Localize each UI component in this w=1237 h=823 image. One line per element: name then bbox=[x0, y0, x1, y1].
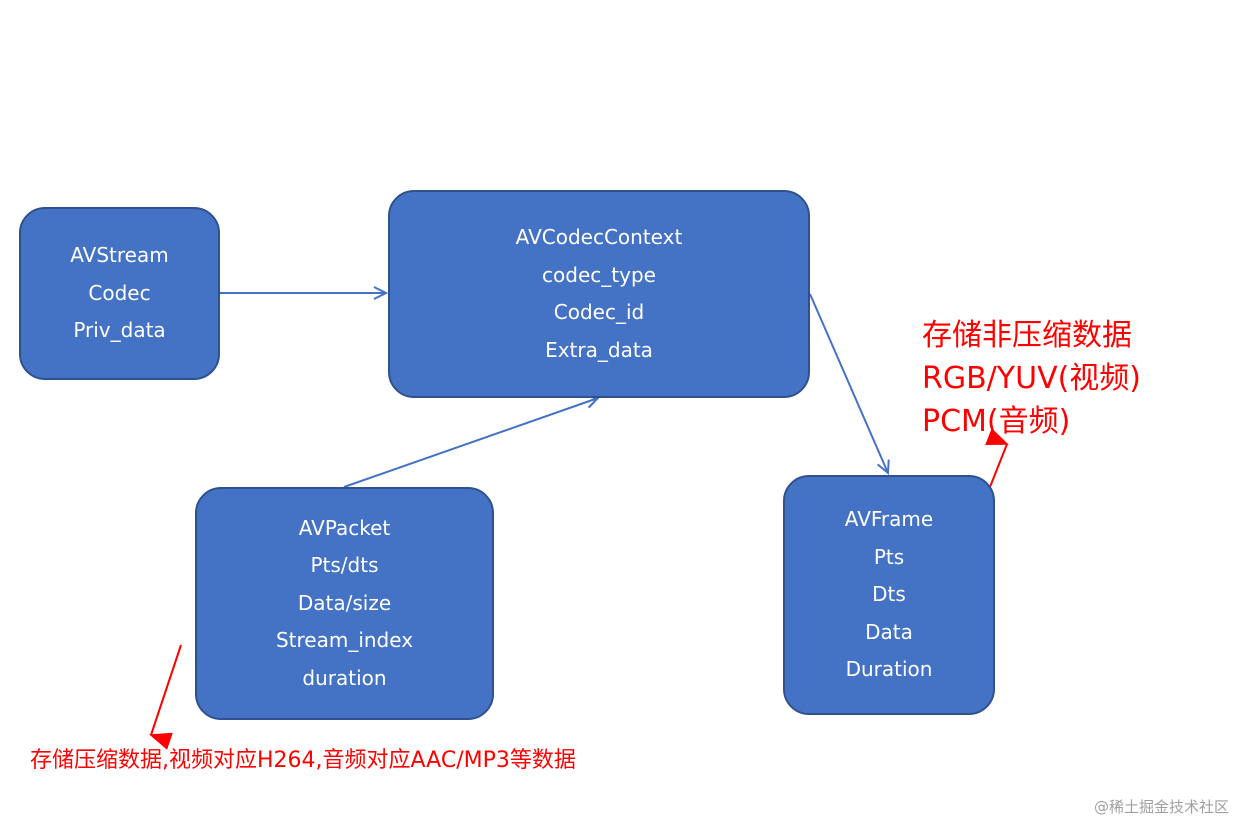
avpacket-field-pts-dts: Pts/dts bbox=[310, 553, 379, 578]
uncompressed-data-note: 存储非压缩数据 RGB/YUV(视频) PCM(音频) bbox=[922, 314, 1141, 443]
avframe-title: AVFrame bbox=[844, 507, 934, 532]
avpacket-title: AVPacket bbox=[298, 515, 391, 540]
compressed-data-note: 存储压缩数据,视频对应H264,音频对应AAC/MP3等数据 bbox=[30, 748, 576, 773]
red-arrow-avpacket-note bbox=[149, 644, 182, 750]
avcodeccontext-field-extra-data: Extra_data bbox=[545, 337, 653, 362]
avframe-field-pts: Pts bbox=[873, 544, 905, 569]
avstream-field-priv-data: Priv_data bbox=[73, 318, 166, 343]
avstream-title: AVStream bbox=[70, 243, 169, 268]
avcodeccontext-title: AVCodecContext bbox=[515, 225, 683, 249]
avstream-box: AVStream Codec Priv_data bbox=[19, 207, 220, 380]
avpacket-box: AVPacket Pts/dts Data/size Stream_index … bbox=[195, 487, 494, 720]
avframe-box: AVFrame Pts Dts Data Duration bbox=[783, 475, 995, 715]
red-arrow-avframe-note bbox=[985, 428, 1009, 488]
arrow-avpacket-to-avcodeccontext bbox=[343, 395, 601, 488]
avframe-field-dts: Dts bbox=[872, 582, 906, 607]
avpacket-field-data-size: Data/size bbox=[297, 590, 392, 615]
watermark: @稀土掘金技术社区 bbox=[1093, 798, 1229, 816]
avstream-field-codec: Codec bbox=[88, 280, 151, 305]
avcodeccontext-box: AVCodecContext codec_type Codec_id Extra… bbox=[388, 190, 810, 398]
avcodeccontext-field-codec-type: codec_type bbox=[542, 262, 656, 287]
avpacket-field-stream-index: Stream_index bbox=[275, 628, 414, 653]
arrow-avcodeccontext-to-avframe bbox=[809, 293, 890, 476]
avpacket-field-duration: duration bbox=[302, 665, 387, 690]
uncompressed-note-line-3: PCM(音频) bbox=[922, 404, 1071, 439]
avframe-field-data: Data bbox=[865, 619, 913, 644]
uncompressed-note-line-1: 存储非压缩数据 bbox=[922, 318, 1132, 353]
uncompressed-note-line-2: RGB/YUV(视频) bbox=[922, 361, 1141, 396]
avframe-field-duration: Duration bbox=[845, 657, 933, 682]
avcodeccontext-field-codec-id: Codec_id bbox=[553, 300, 645, 324]
